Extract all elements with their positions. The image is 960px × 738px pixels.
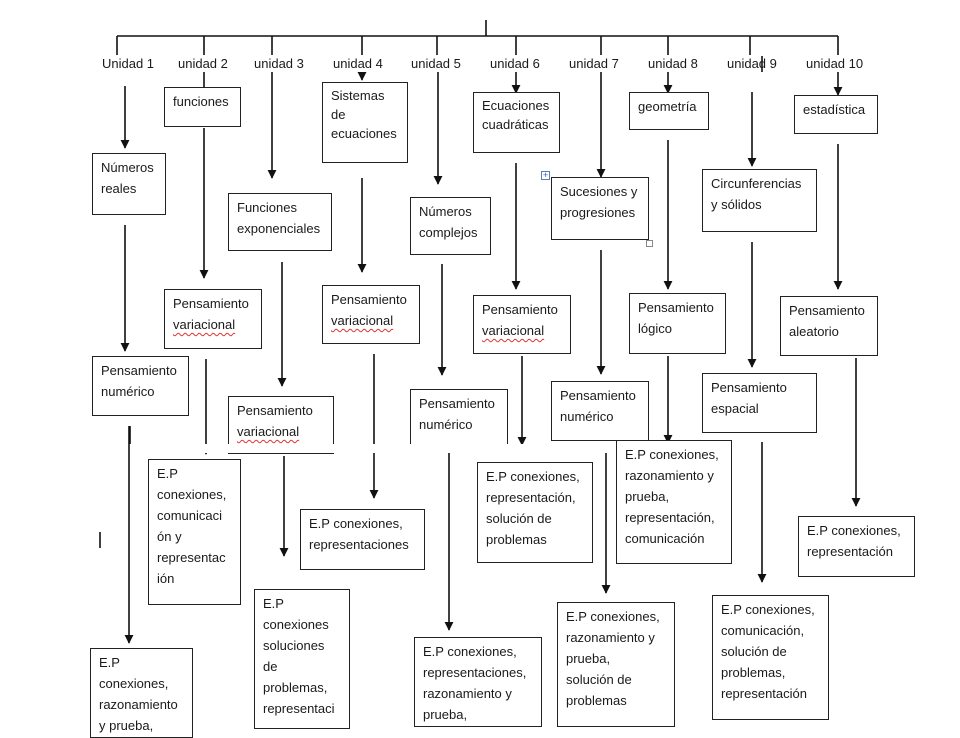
topic-box-3: Funciones exponenciales bbox=[228, 193, 332, 251]
unit-9-label: unidad 9 bbox=[727, 56, 777, 71]
unit-10-label: unidad 10 bbox=[806, 56, 864, 71]
topic-box-9: Circunferencias y sólidos bbox=[702, 169, 817, 232]
thinking-box-1: Pensamiento numérico bbox=[92, 356, 189, 416]
thinking-box-8: Pensamiento lógico bbox=[629, 293, 726, 354]
unit-2-label: unidad 2 bbox=[178, 56, 228, 71]
topic-box-6: Ecuaciones cuadráticas bbox=[473, 92, 560, 153]
thinking-box-2-text: Pensamiento variacional bbox=[173, 296, 249, 332]
process-box-3: E.P conexiones soluciones de problemas, … bbox=[254, 589, 350, 729]
move-handle-icon[interactable]: + bbox=[541, 170, 550, 180]
thinking-box-9: Pensamiento espacial bbox=[702, 373, 817, 433]
thinking-box-3-text: Pensamiento variacional bbox=[237, 403, 313, 439]
topic-box-4: Sistemas de ecuaciones bbox=[322, 82, 408, 163]
process-box-10: E.P conexiones, representación bbox=[798, 516, 915, 577]
process-box-8: E.P conexiones, razonamiento y prueba, r… bbox=[616, 440, 732, 564]
process-box-6: E.P conexiones, representación, solución… bbox=[477, 462, 593, 563]
process-box-7: E.P conexiones, razonamiento y prueba, s… bbox=[557, 602, 675, 727]
unit-7-label: unidad 7 bbox=[569, 56, 619, 71]
unit-1-label: Unidad 1 bbox=[102, 56, 155, 71]
unit-6-label: unidad 6 bbox=[490, 56, 540, 71]
topic-box-2: funciones bbox=[164, 87, 241, 127]
topic-box-8: geometría bbox=[629, 92, 709, 130]
page-gap bbox=[180, 444, 740, 453]
process-box-4: E.P conexiones, representaciones bbox=[300, 509, 425, 570]
concept-map: Unidad 1 unidad 2 unidad 3 unidad 4 unid… bbox=[90, 20, 915, 738]
process-box-1: E.P conexiones, razonamiento y prueba, bbox=[90, 648, 193, 738]
unit-8-label: unidad 8 bbox=[648, 56, 698, 71]
process-box-9: E.P conexiones, comunicación, solución d… bbox=[712, 595, 829, 720]
topic-box-10: estadística bbox=[794, 95, 878, 134]
process-box-2: E.P conexiones, comunicaci ón y represen… bbox=[148, 459, 241, 605]
topic-box-1: Números reales bbox=[92, 153, 166, 215]
resize-handle-icon[interactable] bbox=[646, 240, 653, 247]
unit-3-label: unidad 3 bbox=[254, 56, 304, 71]
thinking-box-6-text: Pensamiento variacional bbox=[482, 302, 558, 338]
thinking-box-2: Pensamiento variacional bbox=[164, 289, 262, 349]
thinking-box-4: Pensamiento variacional bbox=[322, 285, 420, 344]
topic-box-7: Sucesiones y progresiones bbox=[551, 177, 649, 240]
connector-layer bbox=[99, 20, 861, 644]
unit-4-label: unidad 4 bbox=[333, 56, 383, 71]
thinking-box-7: Pensamiento numérico bbox=[551, 381, 649, 441]
thinking-box-10: Pensamiento aleatorio bbox=[780, 296, 878, 356]
thinking-box-5: Pensamiento numérico bbox=[410, 389, 508, 449]
process-box-5: E.P conexiones, representaciones, razona… bbox=[414, 637, 542, 727]
thinking-box-6: Pensamiento variacional bbox=[473, 295, 571, 354]
unit-5-label: unidad 5 bbox=[411, 56, 461, 71]
topic-box-5: Números complejos bbox=[410, 197, 491, 255]
thinking-box-4-text: Pensamiento variacional bbox=[331, 292, 407, 328]
